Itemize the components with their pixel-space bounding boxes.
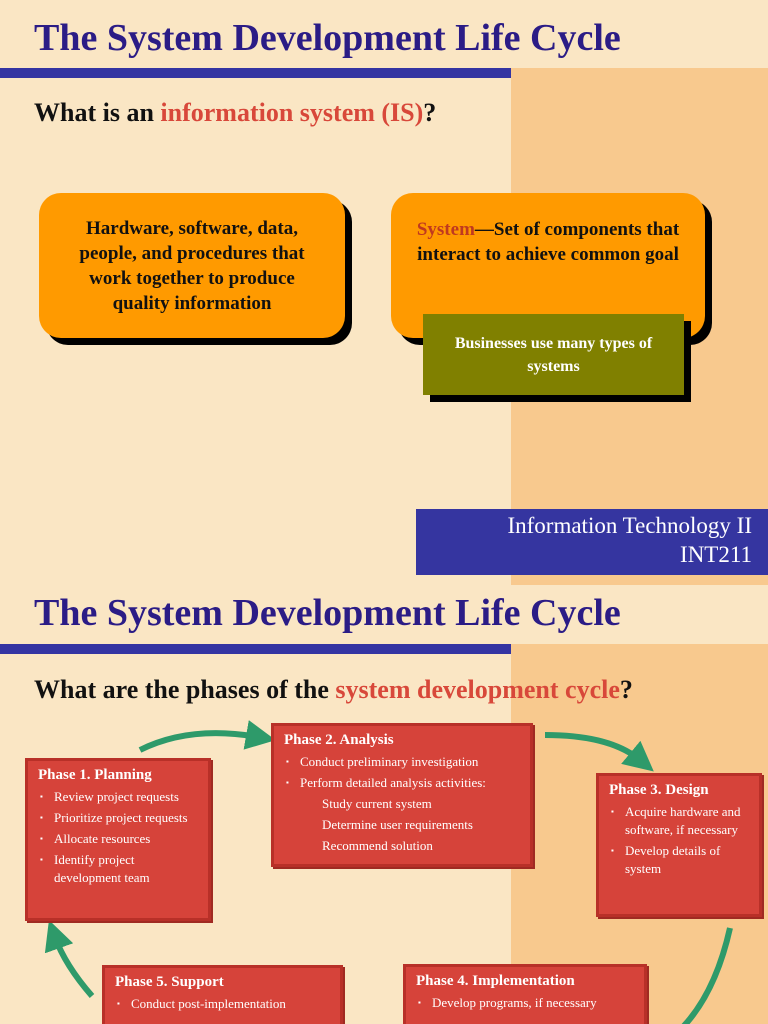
slide-title: The System Development Life Cycle — [34, 17, 621, 59]
sub-item: Study current system — [322, 796, 432, 811]
list-item: Develop details of system — [609, 842, 749, 878]
title-bar — [0, 68, 511, 78]
arrow-icon — [138, 720, 276, 753]
phase-title: Phase 3. Design — [609, 782, 709, 798]
question-highlight: information system (IS) — [160, 98, 424, 127]
phase-4-implementation: Phase 4. Implementation Develop programs… — [403, 964, 647, 1024]
businesses-box: Businesses use many types of systems — [423, 314, 684, 395]
system-definition-box: System—Set of components that interact t… — [391, 193, 705, 338]
phase-title: Phase 5. Support — [115, 974, 224, 990]
course-name: Information Technology II — [507, 513, 752, 538]
arrow-icon — [681, 927, 733, 1024]
is-definition-text: Hardware, software, data, people, and pr… — [79, 217, 305, 314]
system-term: System — [416, 219, 475, 240]
list-item: Identify project development team — [38, 851, 198, 887]
question: What is an information system (IS)? — [34, 98, 436, 128]
slide-2: The System Development Life Cycle What a… — [0, 585, 768, 1024]
list-item: Prioritize project requests — [38, 809, 198, 827]
course-footer: Information Technology II INT211 — [416, 509, 768, 575]
course-code: INT211 — [680, 542, 752, 567]
question-highlight: system development cycle — [335, 675, 620, 704]
list-item: Conduct preliminary investigation — [284, 753, 520, 771]
question-suffix: ? — [619, 675, 633, 704]
cycle-arrows — [44, 720, 733, 1024]
list-item: Conduct post-implementation — [115, 995, 330, 1013]
list-item: Review project requests — [38, 788, 198, 806]
arrow-icon — [544, 732, 654, 772]
list-item: Perform detailed analysis activities: — [284, 774, 520, 792]
system-definition-text: System—Set of components that interact t… — [411, 217, 685, 267]
phase-1-planning: Phase 1. Planning Review project request… — [25, 758, 211, 921]
phase-title: Phase 1. Planning — [38, 767, 152, 783]
phase-5-support: Phase 5. Support Conduct post-implementa… — [102, 965, 343, 1024]
system-text: —Set of components that interact to achi… — [417, 219, 680, 265]
question-suffix: ? — [423, 98, 437, 127]
slide-title: The System Development Life Cycle — [34, 592, 621, 634]
list-item: Allocate resources — [38, 830, 198, 848]
phase-title: Phase 4. Implementation — [416, 973, 575, 989]
question: What are the phases of the system develo… — [34, 675, 633, 705]
sub-item: Recommend solution — [322, 838, 433, 853]
phase-title: Phase 2. Analysis — [284, 732, 394, 748]
question-text: What is an — [34, 98, 161, 127]
arrow-icon — [44, 920, 95, 998]
list-item: Acquire hardware and software, if necess… — [609, 803, 749, 839]
question-text: What are the phases of the — [34, 675, 336, 704]
slide-1: The System Development Life Cycle What i… — [0, 17, 768, 585]
is-definition-box: Hardware, software, data, people, and pr… — [39, 193, 345, 338]
list-item: Develop programs, if necessary — [416, 994, 634, 1012]
title-bar — [0, 644, 511, 654]
sub-item: Determine user requirements — [322, 817, 473, 832]
phase-2-analysis: Phase 2. Analysis Conduct preliminary in… — [271, 723, 533, 867]
phase-3-design: Phase 3. Design Acquire hardware and sof… — [596, 773, 762, 917]
